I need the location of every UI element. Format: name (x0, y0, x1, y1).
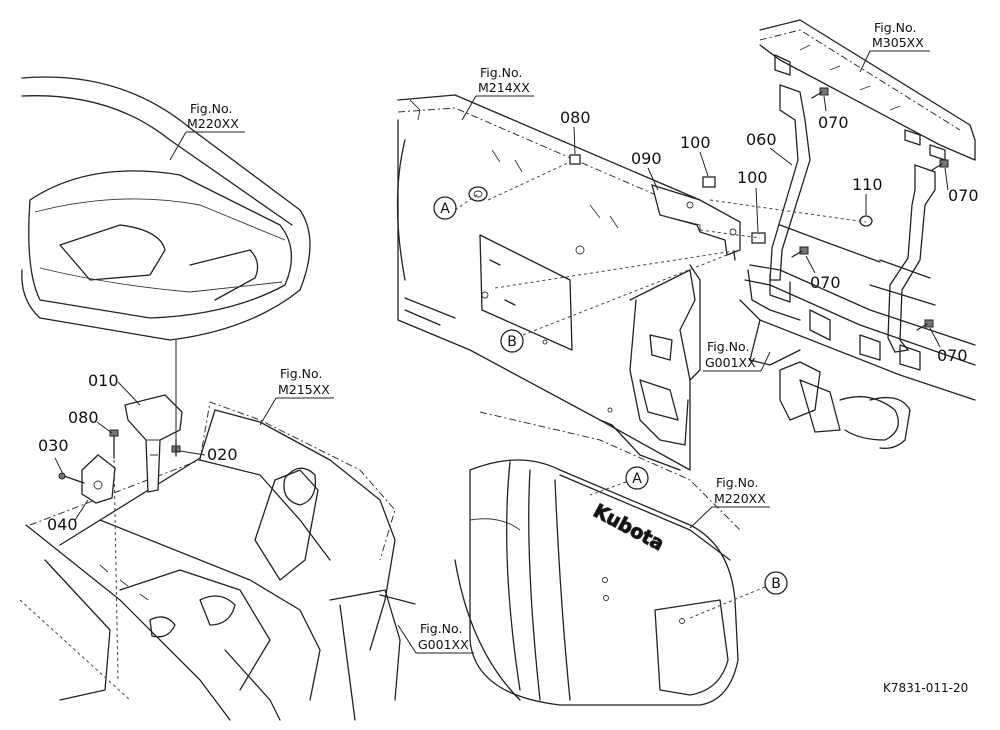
part-label-100-lower: 100 (737, 168, 768, 187)
bracket-090 (651, 184, 741, 256)
part-label-020: 020 (207, 445, 238, 464)
alignment-lines (454, 161, 867, 336)
svg-text:M214XX: M214XX (478, 80, 530, 95)
rear-bar-060-right (887, 164, 936, 353)
lower-frame (739, 224, 976, 449)
fig-ref-g001-right: Fig.No. G001XX (703, 339, 771, 372)
part-label-010: 010 (88, 371, 119, 390)
svg-text:M305XX: M305XX (872, 35, 924, 50)
fig-ref-m305: Fig.No. M305XX (859, 20, 930, 73)
part-label-030: 030 (38, 436, 69, 455)
bracket-040 (81, 454, 116, 504)
part-label-060: 060 (746, 130, 777, 149)
svg-text:Fig.No.: Fig.No. (480, 65, 522, 80)
connectors: A B A B (433, 196, 788, 619)
svg-text:A: A (632, 471, 642, 487)
part-label-090: 090 (631, 149, 662, 168)
svg-text:Fig.No.: Fig.No. (420, 621, 462, 636)
svg-text:M220XX: M220XX (187, 116, 239, 131)
part-label-050: 080 (68, 408, 99, 427)
part-label-040: 040 (47, 515, 78, 534)
svg-text:B: B (507, 334, 517, 350)
svg-text:G001XX: G001XX (418, 637, 469, 652)
connector-a-upper: A (433, 196, 457, 220)
kubota-logo: Kubota (590, 500, 668, 555)
rear-panel (396, 94, 736, 471)
nut-110 (859, 215, 873, 227)
connector-b-upper: B (500, 329, 524, 353)
connector-a-lower: A (625, 466, 649, 490)
svg-text:M220XX: M220XX (714, 491, 766, 506)
fig-ref-m214: Fig.No. M214XX (461, 65, 534, 121)
fig-ref-m220-top: Fig.No. M220XX (169, 101, 245, 161)
seat-base-frame (19, 401, 416, 721)
part-label-070-d: 070 (937, 346, 968, 365)
fig-ref-g001-bottom: Fig.No. G001XX (397, 621, 474, 654)
connector-b-lower: B (764, 571, 788, 595)
fig-references: Fig.No. M220XX Fig.No. M215XX Fig.No. G0… (169, 20, 930, 654)
nut-100-upper (702, 176, 716, 188)
drawing-id: K7831-011-20 (883, 681, 968, 695)
svg-text:Fig.No.: Fig.No. (190, 101, 232, 116)
part-label-080: 080 (560, 108, 591, 127)
bolt-020 (171, 439, 181, 457)
grommet-a (468, 186, 488, 202)
fig-ref-m220-right: Fig.No. M220XX (689, 475, 770, 529)
svg-text:Fig.No.: Fig.No. (716, 475, 758, 490)
bolt-030 (58, 472, 85, 484)
svg-text:Fig.No.: Fig.No. (707, 339, 749, 354)
part-label-070-c: 070 (810, 273, 841, 292)
svg-text:M215XX: M215XX (278, 382, 330, 397)
nut-080 (569, 154, 581, 165)
svg-text:B: B (771, 576, 781, 592)
seat-bracket-010 (124, 394, 183, 493)
bolt-050 (109, 429, 119, 681)
nut-100-lower (751, 232, 766, 244)
svg-text:Fig.No.: Fig.No. (280, 366, 322, 381)
svg-text:Fig.No.: Fig.No. (874, 20, 916, 35)
seat-back-cushion: Kubota (454, 411, 741, 706)
bolts-070 (791, 87, 949, 331)
part-labels: 010 080 030 040 020 080 090 100 100 060 … (38, 95, 979, 534)
rear-bar-060-left (769, 84, 811, 281)
fig-ref-m215: Fig.No. M215XX (259, 366, 334, 426)
svg-text:G001XX: G001XX (705, 355, 756, 370)
part-label-070-a: 070 (818, 113, 849, 132)
part-label-070-b: 070 (948, 186, 979, 205)
part-label-100-upper: 100 (680, 133, 711, 152)
svg-text:A: A (440, 201, 450, 217)
seat-cushion-top (21, 76, 311, 341)
part-label-110: 110 (852, 175, 883, 194)
